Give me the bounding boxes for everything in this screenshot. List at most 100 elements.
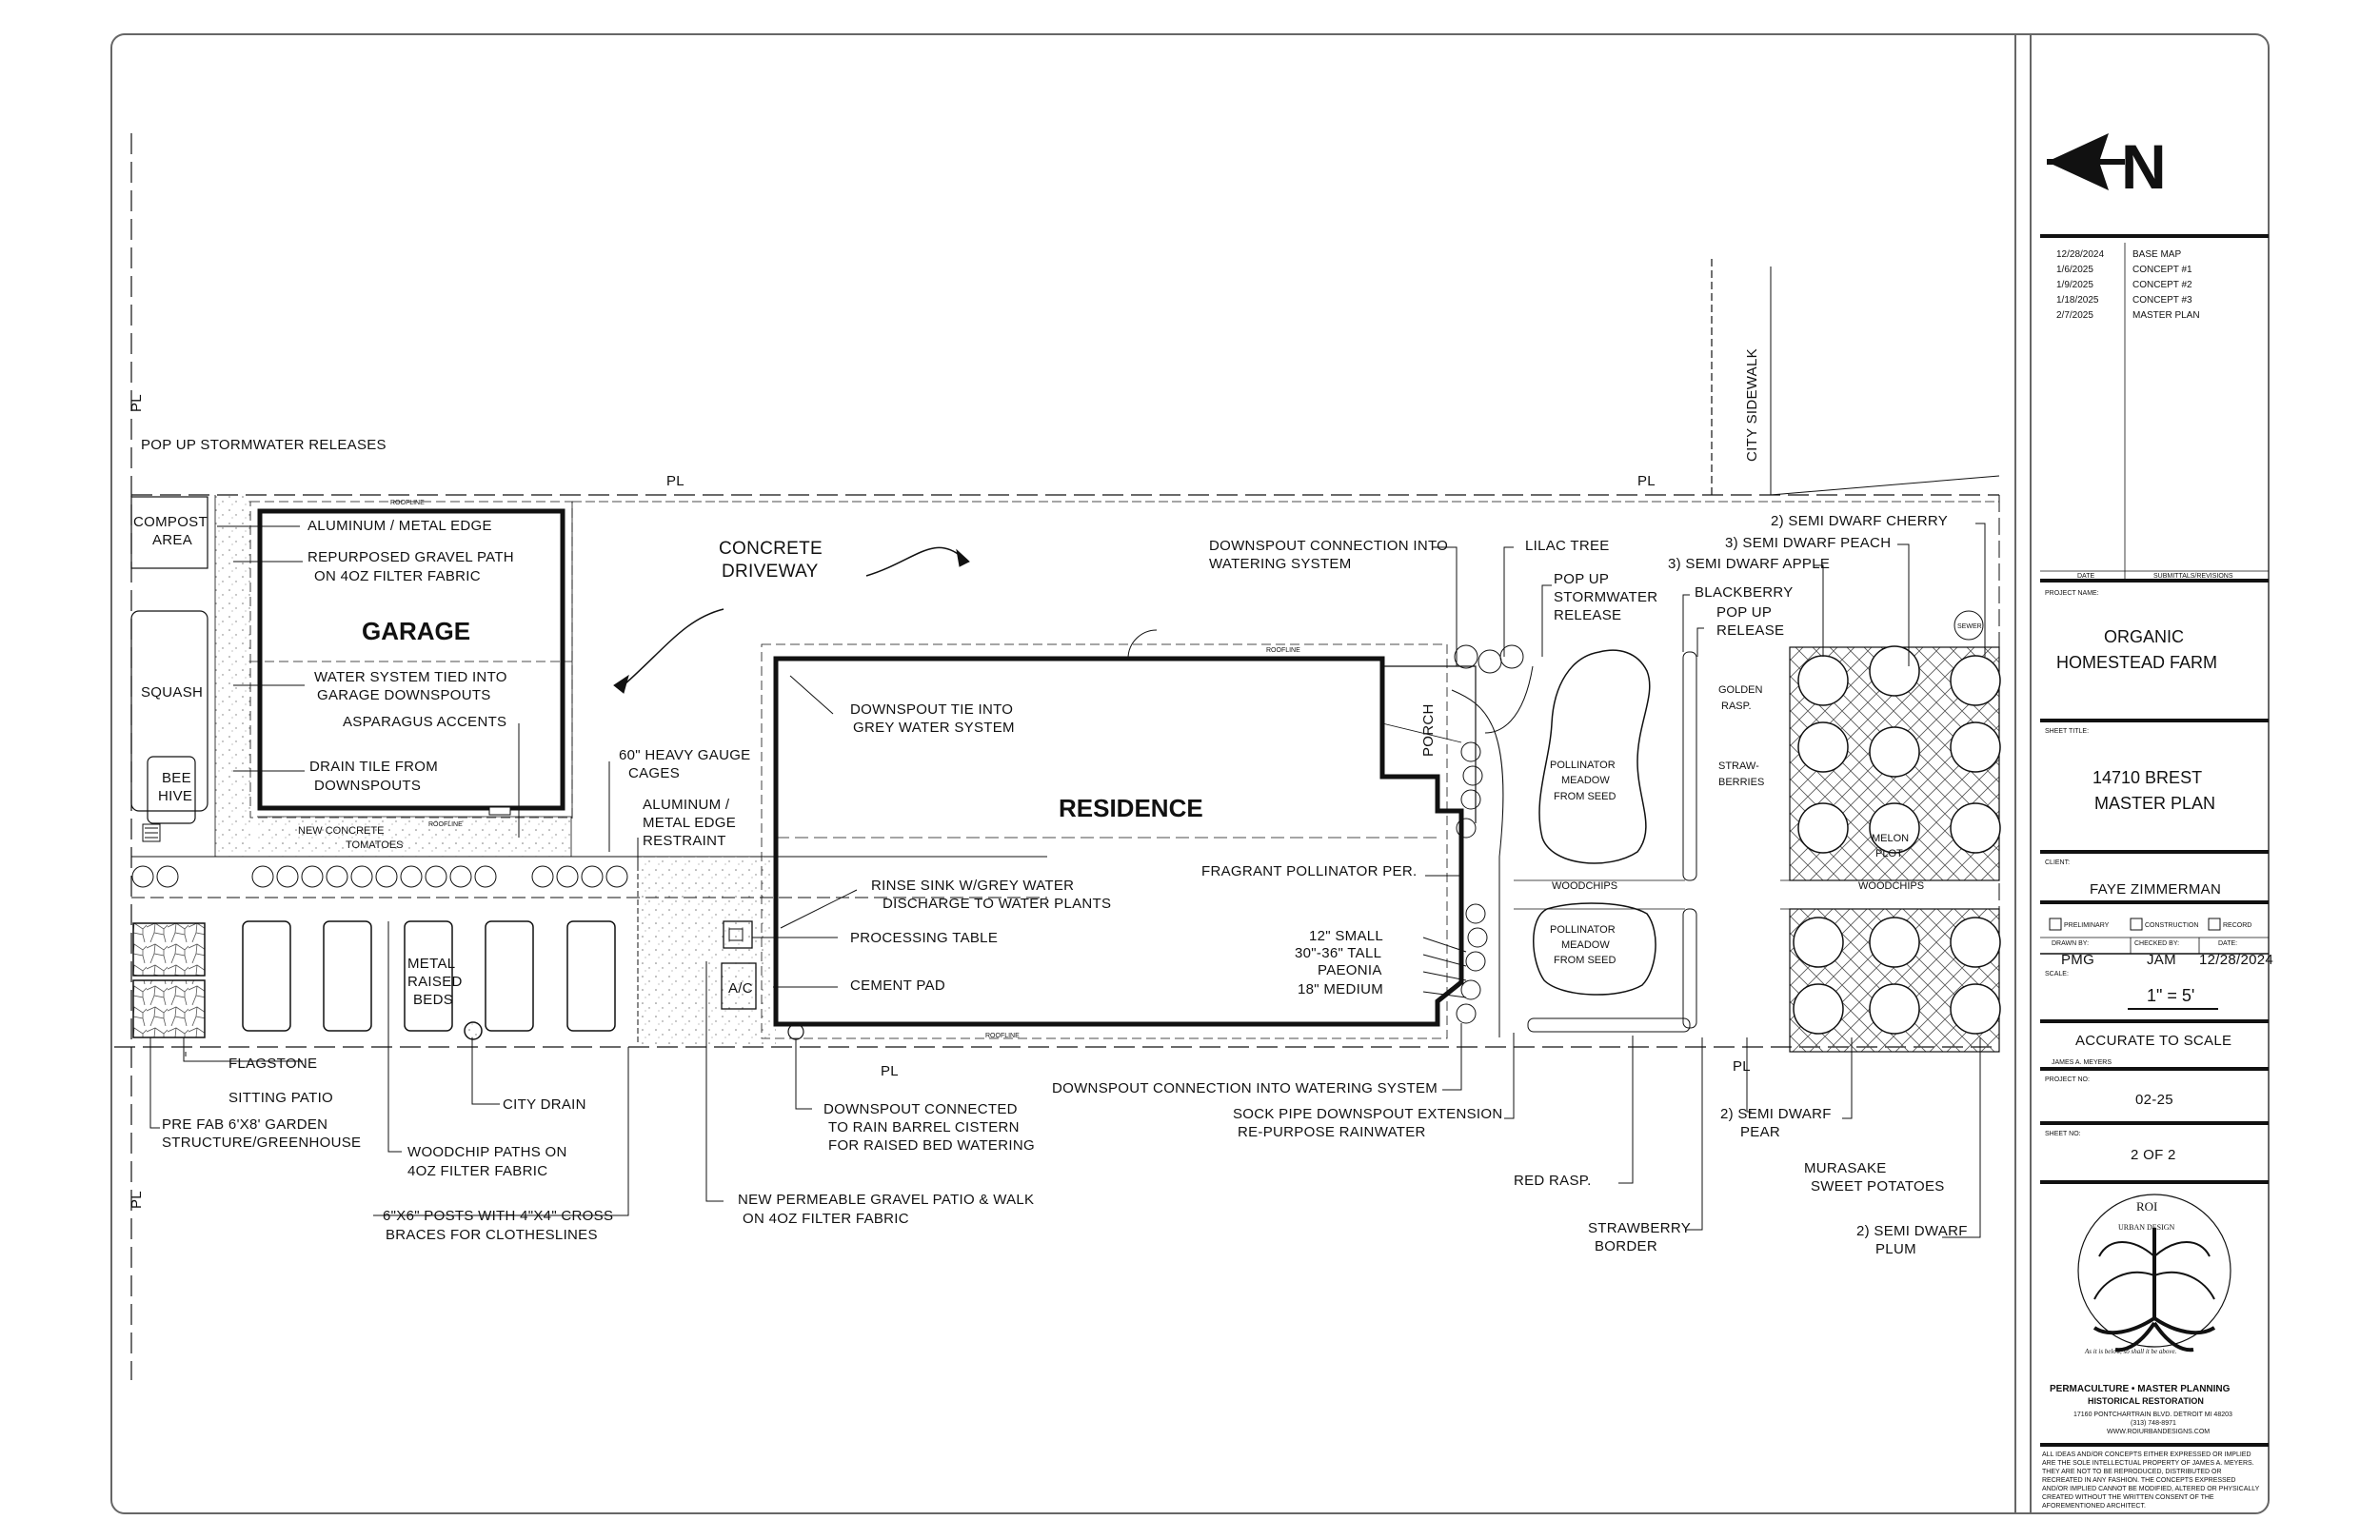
porch-label: PORCH (1420, 703, 1437, 757)
sheet-border (110, 33, 2270, 1514)
plan-label: DOWNSPOUT CONNECTED (823, 1101, 1018, 1117)
north-arrow-icon: N (2047, 131, 2167, 202)
plan-label: HISTORICAL RESTORATION (2088, 1396, 2204, 1406)
plan-label: SEWER (1957, 623, 1982, 630)
plan-label: ROOFLINE (390, 500, 425, 506)
plan-label: NEW PERMEABLE GRAVEL PATIO & WALK (738, 1192, 1034, 1208)
scale-value: 1" = 5' (2147, 986, 2194, 1005)
ac-unit (721, 962, 757, 1010)
plan-label: CAGES (628, 765, 680, 781)
plan-label: WATERING SYSTEM (1209, 556, 1352, 572)
plan-label: BRACES FOR CLOTHESLINES (386, 1227, 598, 1243)
plan-label: PL (1637, 473, 1656, 489)
plan-label: MASTER PLAN (2132, 310, 2200, 321)
pollinator-perennials (1454, 644, 1524, 1024)
plan-label: WOODCHIPS (1552, 880, 1617, 892)
plan-label: 12/28/2024 (2056, 249, 2104, 260)
ac-label: A/C (728, 980, 753, 997)
plan-label: CITY DRAIN (503, 1096, 586, 1113)
plan-label: ROOFLINE (1266, 647, 1300, 654)
fruit-trees (1793, 645, 2001, 1035)
plan-label: PMG (2061, 952, 2094, 968)
plan-label: DRAIN TILE FROM (309, 759, 438, 775)
plan-label: ROOFLINE (985, 1033, 1020, 1039)
plan-label: 60" HEAVY GAUGE (619, 747, 751, 763)
plan-label: CONCEPT #1 (2132, 265, 2192, 275)
plan-label: ROI (2136, 1199, 2157, 1214)
sheet-title: 14710 BREST (2092, 768, 2202, 787)
plan-label: DRAWN BY: (2052, 940, 2089, 947)
pop-up-stormwater-label: POP UP STORMWATER RELEASES (141, 437, 387, 453)
tomato-plants (131, 865, 628, 888)
plan-label: RELEASE (1554, 607, 1621, 623)
plan-label: 1/9/2025 (2056, 280, 2093, 290)
plan-label: ALUMINUM / METAL EDGE (307, 518, 492, 534)
plan-label: PLUM (1875, 1241, 1916, 1257)
plan-label: PL (666, 473, 684, 489)
plan-label: CONSTRUCTION (2145, 922, 2198, 929)
plan-label: RECREATED IN ANY FASHION. THE CONCEPTS E… (2042, 1477, 2235, 1484)
plan-label: CONCRETE (719, 539, 823, 559)
plan-label: SUBMITTALS/REVISIONS (2153, 573, 2233, 580)
plan-label: METAL EDGE (643, 815, 736, 831)
plan-label: STRAW- (1718, 760, 1759, 772)
plan-label: SITTING PATIO (228, 1090, 333, 1106)
plan-label: 6"X6" POSTS WITH 4"X4" CROSS (383, 1208, 613, 1224)
plan-label: 12" SMALL (1309, 928, 1383, 944)
plan-label: DOWNSPOUT TIE INTO (850, 701, 1013, 718)
plan-label: PROJECT NAME: (2045, 590, 2099, 597)
plan-label: GARAGE DOWNSPOUTS (317, 687, 491, 703)
meadow-bed-top (1538, 649, 1651, 864)
strawberry-border (1527, 651, 1697, 1033)
plan-label: CHECKED BY: (2134, 940, 2179, 947)
site-labels: POP UP STORMWATER RELEASES PL PL PL PL P… (129, 348, 1982, 1257)
residence-outline (773, 656, 1464, 1027)
plan-label: CONCEPT #3 (2132, 295, 2192, 306)
plan-label: JAM (2147, 952, 2176, 968)
plan-label: CEMENT PAD (850, 977, 945, 994)
plan-label: RECORD (2223, 922, 2251, 929)
plan-label: PL (1733, 1058, 1751, 1075)
plan-label: WOODCHIP PATHS ON (407, 1144, 567, 1160)
plan-label: RE-PURPOSE RAINWATER (1238, 1124, 1426, 1140)
plan-label: URBAN DESIGN (2118, 1223, 2175, 1232)
plan-label: N (2121, 131, 2167, 202)
raised-beds (132, 920, 616, 1040)
plan-label: ARE THE SOLE INTELLECTUAL PROPERTY OF JA… (2042, 1460, 2254, 1467)
plan-label: RELEASE (1716, 622, 1784, 639)
plan-label: 18" MEDIUM (1298, 981, 1383, 997)
plan-label: BERRIES (1718, 777, 1764, 788)
plan-label: PEAR (1740, 1124, 1780, 1140)
plan-label: POLLINATOR (1550, 760, 1616, 771)
plan-label: SOCK PIPE DOWNSPOUT EXTENSION (1233, 1106, 1502, 1122)
plan-label: SWEET POTATOES (1811, 1178, 1945, 1194)
plan-label: MASTER PLAN (2094, 794, 2215, 813)
bee-hive-box (147, 756, 196, 824)
plan-label: DRIVEWAY (722, 562, 819, 582)
plan-label: TO RAIN BARREL CISTERN (828, 1119, 1020, 1135)
plan-label: NEW CONCRETE (298, 825, 384, 837)
leader-lines (149, 523, 1986, 1238)
plan-label: 3) SEMI DWARF PEACH (1725, 535, 1891, 551)
plan-label: 30"-36" TALL (1295, 945, 1381, 961)
plan-label: CONCEPT #2 (2132, 280, 2192, 290)
plan-label: 17160 PONTCHARTRAIN BLVD. DETROIT MI 482… (2073, 1412, 2232, 1418)
plan-label: METAL (407, 956, 455, 972)
residence-label: RESIDENCE (1059, 794, 1203, 822)
plan-label: FROM SEED (1554, 791, 1616, 802)
plan-label: BEDS (413, 992, 453, 1008)
plan-label: FRAGRANT POLLINATOR PER. (1201, 863, 1417, 879)
garage-outline (257, 508, 565, 811)
plan-label: THEY ARE NOT TO BE REPRODUCED, DISTRIBUT… (2042, 1469, 2222, 1475)
plan-label: SHEET TITLE: (2045, 728, 2089, 735)
plan-label: STRAWBERRY (1588, 1220, 1691, 1236)
roi-urban-design-logo: ROI URBAN DESIGN As it is below, so shal… (2077, 1194, 2231, 1355)
plan-label: ASPARAGUS ACCENTS (343, 714, 506, 730)
plan-label: SCALE: (2045, 971, 2069, 977)
plan-label: As it is below, so shall it be above. (2084, 1348, 2177, 1355)
plan-label: STRUCTURE/GREENHOUSE (162, 1135, 361, 1151)
plan-label: GOLDEN (1718, 684, 1763, 696)
plan-label: 2) SEMI DWARF (1856, 1223, 1968, 1239)
plan-label: FLAGSTONE (228, 1056, 317, 1072)
